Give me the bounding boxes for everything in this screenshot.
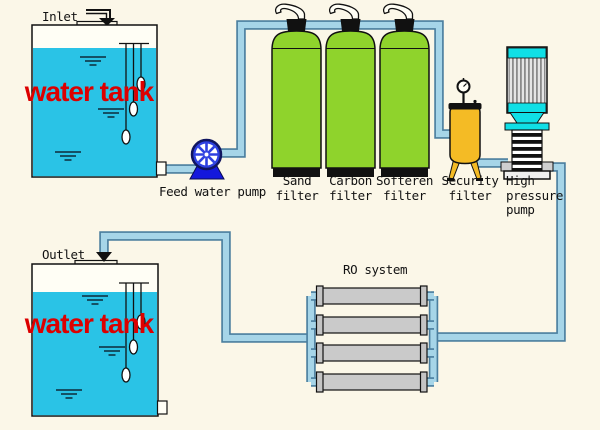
float-switch-icon <box>119 282 149 383</box>
outlet-label: Outlet <box>42 247 85 262</box>
outlet-arrow-icon <box>96 252 112 262</box>
pipe-ro-to-outlet-tank <box>99 231 314 343</box>
feed-pump-label: Feed water pump <box>159 184 266 199</box>
inlet-label: Inlet <box>42 9 78 24</box>
softeren-filter-label: Softeren filter <box>375 173 433 203</box>
feed-water-pump-icon <box>189 138 225 180</box>
inlet-water-tank <box>31 24 167 178</box>
ro-manifold-pipes <box>306 291 439 387</box>
pressure-gauge-icon <box>456 78 471 103</box>
ro-membrane-rack <box>315 285 428 393</box>
security-filter-label: Security filter <box>441 173 499 203</box>
sand-filter-label: Sand filter <box>275 173 319 203</box>
pipe-feed-pump-to-security-filter <box>210 20 455 158</box>
ro-system-label: RO system <box>343 262 408 277</box>
inlet-pipe-icon <box>86 9 111 19</box>
softeren-filter-tank <box>379 3 430 177</box>
float-switch-icon <box>119 42 149 145</box>
tank-outlet-stub <box>156 400 168 415</box>
ro-membrane-tube <box>315 285 428 307</box>
valve-handle-icon <box>329 3 360 20</box>
high-pressure-pump-label: High pressure pump <box>506 173 564 217</box>
carbon-filter-tank <box>325 3 376 177</box>
outlet-tank-title: water tank <box>24 308 155 339</box>
inlet-tank-title: water tank <box>24 76 155 107</box>
high-pressure-pump-icon <box>500 46 554 180</box>
ro-membrane-tube <box>315 342 428 364</box>
ro-membrane-tube <box>315 371 428 393</box>
filter-tanks <box>271 3 430 177</box>
tank-outlet-stub <box>155 161 167 176</box>
outlet-water-tank <box>31 263 168 417</box>
ro-membrane-tube <box>315 314 428 336</box>
valve-handle-icon <box>275 3 306 20</box>
sand-filter-tank <box>271 3 322 177</box>
valve-handle-icon <box>383 3 414 20</box>
carbon-filter-label: Carbon filter <box>329 173 372 203</box>
security-filter-tank <box>447 78 483 181</box>
